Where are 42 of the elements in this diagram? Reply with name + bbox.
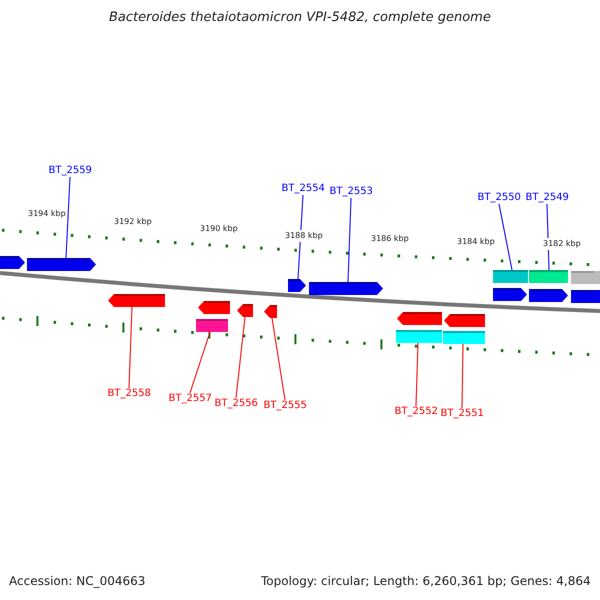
feature-bar [443,331,485,344]
scale-label: 3194 kbp [28,208,66,220]
scale-label: 3182 kbp [543,238,581,250]
leader-line [66,176,70,258]
gene-label: BT_2552 [394,406,438,418]
gene-feature [108,294,165,307]
gene-label: BT_2557 [168,393,212,405]
leader-line [272,318,286,400]
gene-label: BT_2555 [264,400,307,412]
gene-label: BT_2558 [108,388,151,400]
scale-label: 3190 kbp [200,223,238,235]
feature-bar [493,270,528,283]
scale-label: 3188 kbp [285,230,323,242]
gene-label: BT_2556 [214,398,258,410]
scale-label: 3184 kbp [457,236,495,248]
leader-line [416,342,418,406]
gene-label: BT_2553 [330,186,373,198]
gene-label: BT_2549 [526,192,569,204]
genome-summary-text: Topology: circular; Length: 6,260,361 bp; Genes: 4,864 [261,575,591,587]
feature-bar [396,330,442,343]
map-title: Bacteroides thetaiotaomicron VPI-5482, complete genome [109,12,491,24]
gene-label: BT_2551 [440,408,484,420]
leader-line [498,204,512,270]
accession-text: Accession: NC_004663 [9,575,146,587]
scale-label: 3186 kbp [371,233,409,245]
gene-feature [27,258,96,271]
leader-line [462,344,464,408]
leader-line [348,198,352,282]
leader-line [190,332,210,394]
gene-feature [264,305,277,318]
gene-feature [288,279,306,292]
leader-line [128,306,132,388]
gene-feature [309,282,383,295]
feature-bar [529,270,568,283]
scale-label: 3192 kbp [114,216,152,228]
gene-feature [237,304,253,317]
gene-label: BT_2559 [48,165,92,177]
gene-label: BT_2550 [478,192,521,204]
gene-label: BT_2554 [282,183,325,195]
leader-line [298,194,304,280]
feature-bar [196,319,228,332]
leader-line [236,316,246,398]
